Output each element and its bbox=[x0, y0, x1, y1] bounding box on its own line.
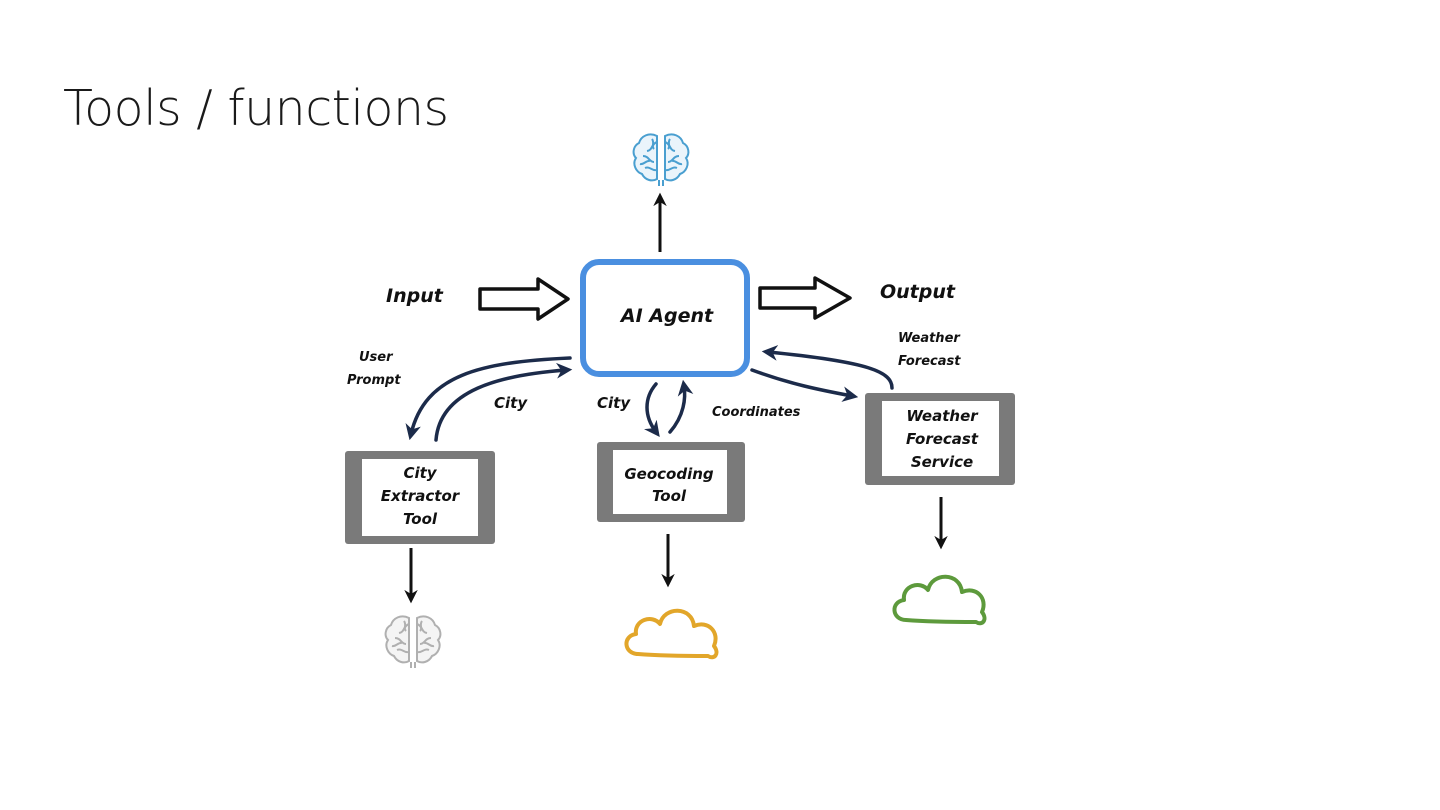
weather-service-line1: Weather bbox=[906, 407, 979, 425]
input-label: Input bbox=[386, 285, 444, 307]
weather-forecast-service-box: Weather Forecast Service bbox=[865, 393, 1015, 485]
geocoding-line1: Geocoding bbox=[624, 465, 714, 483]
coordinates-to-agent-arrow bbox=[668, 379, 694, 434]
user-prompt-arrow bbox=[405, 356, 572, 441]
city-return-arrow bbox=[434, 362, 573, 442]
brain-icon bbox=[632, 133, 690, 187]
output-block-arrow bbox=[758, 276, 852, 320]
city-extractor-line2: Extractor bbox=[381, 487, 461, 505]
brain-icon bbox=[384, 615, 442, 669]
weather-forecast-label-line2: Forecast bbox=[898, 354, 961, 369]
city-label-left: City bbox=[494, 394, 528, 412]
output-label: Output bbox=[880, 281, 956, 303]
user-prompt-label-line2: Prompt bbox=[347, 373, 401, 388]
weather-to-agent-arrow bbox=[761, 345, 894, 390]
city-label-center: City bbox=[597, 394, 631, 412]
city-extractor-line3: Tool bbox=[403, 510, 438, 528]
weather-forecast-label-line1: Weather bbox=[898, 331, 961, 346]
agent-to-weather-arrow bbox=[750, 368, 859, 402]
ai-agent-label: AI Agent bbox=[619, 305, 714, 327]
ai-agent-box: AI Agent bbox=[580, 259, 750, 377]
cloud-icon bbox=[892, 574, 987, 626]
user-prompt-label-line1: User bbox=[359, 350, 394, 365]
slide-title: Tools / functions bbox=[63, 80, 449, 137]
weather-service-line3: Service bbox=[911, 453, 973, 471]
coordinates-label: Coordinates bbox=[712, 405, 801, 420]
city-extractor-line1: City bbox=[403, 464, 437, 482]
city-to-geocoding-arrow bbox=[644, 382, 660, 438]
weather-service-line2: Forecast bbox=[906, 430, 979, 448]
geocoding-tool-box: Geocoding Tool bbox=[597, 442, 745, 522]
geocoding-line2: Tool bbox=[652, 487, 687, 505]
cloud-icon bbox=[624, 608, 719, 660]
city-extractor-tool-box: City Extractor Tool bbox=[345, 451, 495, 544]
input-block-arrow bbox=[478, 277, 570, 321]
